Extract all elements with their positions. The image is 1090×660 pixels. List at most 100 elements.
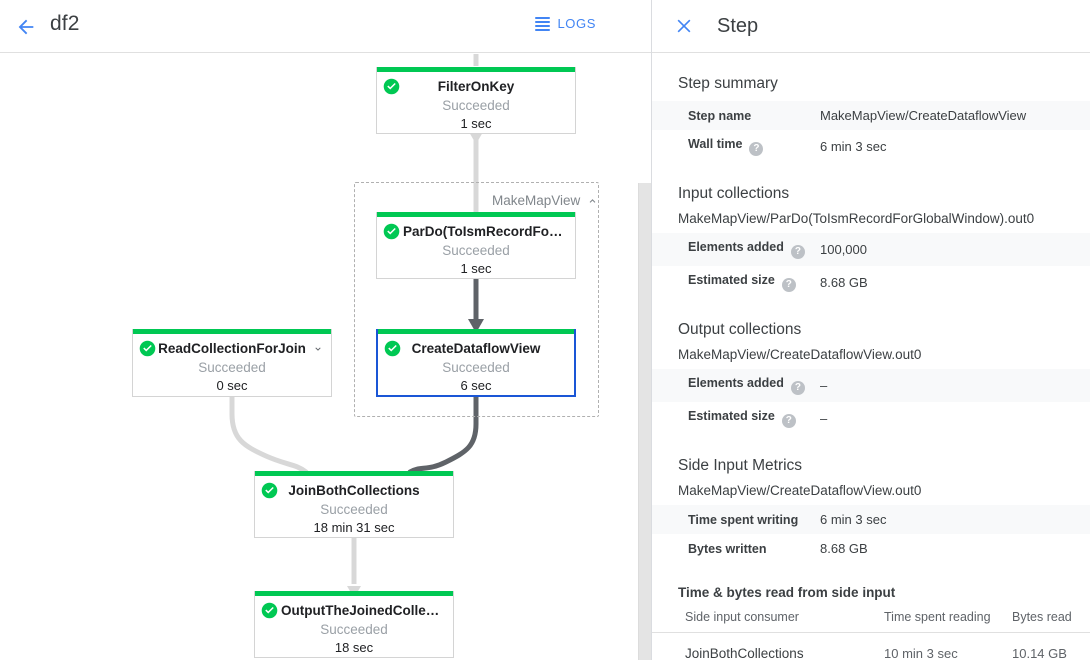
graph-node-pardo-toismrecord[interactable]: ParDo(ToIsmRecordFor… Succeeded 1 sec xyxy=(376,212,576,279)
help-icon[interactable]: ? xyxy=(790,245,805,259)
graph-node-readcollectionforjoin[interactable]: ReadCollectionForJoin Succeeded 0 sec xyxy=(132,329,332,397)
node-title: OutputTheJoinedCollec… xyxy=(281,603,445,618)
chevron-up-icon[interactable] xyxy=(586,194,599,207)
graph-node-joinbothcollections[interactable]: JoinBothCollections Succeeded 18 min 31 … xyxy=(254,471,454,538)
row-value: 100,000 xyxy=(820,242,867,257)
table-row: Time spent writing 6 min 3 sec xyxy=(652,505,1090,534)
node-duration: 6 sec xyxy=(460,378,492,393)
input-collection-name: MakeMapView/ParDo(ToIsmRecordForGlobalWi… xyxy=(678,211,1035,226)
row-key: Bytes written xyxy=(688,541,767,556)
table-row: JoinBothCollections 10 min 3 sec 10.14 G… xyxy=(652,633,1090,660)
hamburger-icon xyxy=(535,16,551,31)
row-value: 6 min 3 sec xyxy=(820,139,887,154)
job-graph-pane: df2 LOGS xyxy=(0,0,652,660)
row-value: MakeMapView/CreateDataflowView xyxy=(820,108,1027,123)
node-title: ParDo(ToIsmRecordFor… xyxy=(403,224,567,239)
step-summary-table: Step name MakeMapView/CreateDataflowView… xyxy=(652,101,1090,163)
node-title: CreateDataflowView xyxy=(411,341,541,356)
group-label-text: MakeMapView xyxy=(492,193,581,208)
node-status: Succeeded xyxy=(198,360,266,375)
section-heading-input-collections: Input collections xyxy=(678,185,790,202)
node-title: JoinBothCollections xyxy=(288,483,420,498)
help-icon[interactable]: ? xyxy=(781,278,796,292)
top-app-bar: df2 LOGS xyxy=(0,0,651,53)
subsection-heading-time-bytes-read: Time & bytes read from side input xyxy=(678,585,896,600)
check-circle-icon xyxy=(261,602,278,619)
group-label-makemapview[interactable]: MakeMapView xyxy=(492,193,599,208)
table-row: Elements added? 100,000 xyxy=(652,233,1090,266)
node-duration: 18 min 31 sec xyxy=(313,520,395,535)
section-heading-output-collections: Output collections xyxy=(678,321,802,338)
cell-time-spent-reading: 10 min 3 sec xyxy=(884,646,958,660)
chevron-down-icon[interactable] xyxy=(312,342,324,354)
output-collection-name: MakeMapView/CreateDataflowView.out0 xyxy=(678,347,922,362)
node-duration: 1 sec xyxy=(460,116,492,131)
node-status: Succeeded xyxy=(320,622,388,637)
node-status: Succeeded xyxy=(320,502,388,517)
node-status-bar xyxy=(133,329,331,334)
row-key: Estimated size? xyxy=(652,266,820,299)
side-input-collection-name: MakeMapView/CreateDataflowView.out0 xyxy=(678,483,922,498)
table-row: Bytes written 8.68 GB xyxy=(652,534,1090,563)
node-status-bar xyxy=(378,329,574,334)
input-collections-table: Elements added? 100,000 Estimated size? … xyxy=(652,233,1090,299)
section-heading-side-input-metrics: Side Input Metrics xyxy=(678,457,803,474)
job-graph-canvas[interactable]: MakeMapView FilterOnKey Succeeded xyxy=(0,54,651,660)
row-value: 8.68 GB xyxy=(820,541,868,556)
row-key: Wall time? xyxy=(652,130,820,163)
node-status: Succeeded xyxy=(442,98,510,113)
help-icon[interactable]: ? xyxy=(790,381,805,395)
check-circle-icon xyxy=(261,482,278,499)
table-row: Estimated size? – xyxy=(652,402,1090,435)
node-status-bar xyxy=(255,591,453,596)
cell-bytes-read: 10.14 GB xyxy=(1012,646,1067,660)
graph-node-createdataflowview[interactable]: CreateDataflowView Succeeded 6 sec xyxy=(376,329,576,397)
column-header-time-spent-reading: Time spent reading xyxy=(884,606,1012,633)
section-heading-step-summary: Step summary xyxy=(678,75,778,92)
node-status-bar xyxy=(377,212,575,217)
check-circle-icon xyxy=(383,78,400,95)
job-name-title: df2 xyxy=(50,12,80,35)
scrollbar-thumb[interactable] xyxy=(638,183,651,660)
help-icon[interactable]: ? xyxy=(749,142,764,156)
graph-vertical-scrollbar[interactable] xyxy=(638,0,651,660)
table-row: Step name MakeMapView/CreateDataflowView xyxy=(652,101,1090,130)
step-panel-title: Step xyxy=(717,14,759,37)
graph-node-outputthejoinedcollection[interactable]: OutputTheJoinedCollec… Succeeded 18 sec xyxy=(254,591,454,658)
row-value: 6 min 3 sec xyxy=(820,512,887,527)
node-duration: 18 sec xyxy=(334,640,374,655)
node-status: Succeeded xyxy=(442,360,510,375)
side-input-consumers-table: Side input consumer Time spent reading B… xyxy=(652,606,1090,660)
check-circle-icon xyxy=(384,340,401,357)
logs-button[interactable]: LOGS xyxy=(531,13,600,34)
row-key: Time spent writing xyxy=(688,512,799,527)
output-collections-table: Elements added? – Estimated size? – xyxy=(652,369,1090,435)
row-key: Estimated size? xyxy=(652,402,820,435)
row-value: 8.68 GB xyxy=(820,275,868,290)
arrow-left-icon[interactable] xyxy=(10,11,42,43)
step-panel-header: Step xyxy=(652,0,1090,53)
node-title: ReadCollectionForJoin xyxy=(158,341,306,356)
close-icon[interactable] xyxy=(670,12,698,40)
group-box-makemapview[interactable] xyxy=(354,182,599,417)
cell-side-input-consumer: JoinBothCollections xyxy=(685,646,804,660)
column-header-side-input-consumer: Side input consumer xyxy=(652,606,884,633)
check-circle-icon xyxy=(139,340,156,357)
node-status-bar xyxy=(255,471,453,476)
row-key: Elements added? xyxy=(652,233,820,266)
table-row: Elements added? – xyxy=(652,369,1090,402)
node-duration: 1 sec xyxy=(460,261,492,276)
row-value: – xyxy=(820,378,828,393)
step-panel-body: Step summary Step name MakeMapView/Creat… xyxy=(652,75,1090,660)
node-status-bar xyxy=(377,67,575,72)
side-input-metrics-table: Time spent writing 6 min 3 sec Bytes wri… xyxy=(652,505,1090,563)
node-title: FilterOnKey xyxy=(437,79,515,94)
node-duration: 0 sec xyxy=(216,378,248,393)
table-row: Estimated size? 8.68 GB xyxy=(652,266,1090,299)
row-key: Elements added? xyxy=(652,369,820,402)
step-details-pane: Step Step summary Step name MakeMapView/… xyxy=(652,0,1090,660)
graph-node-filteronkey[interactable]: FilterOnKey Succeeded 1 sec xyxy=(376,67,576,134)
table-header-row: Side input consumer Time spent reading B… xyxy=(652,606,1090,633)
help-icon[interactable]: ? xyxy=(781,414,796,428)
